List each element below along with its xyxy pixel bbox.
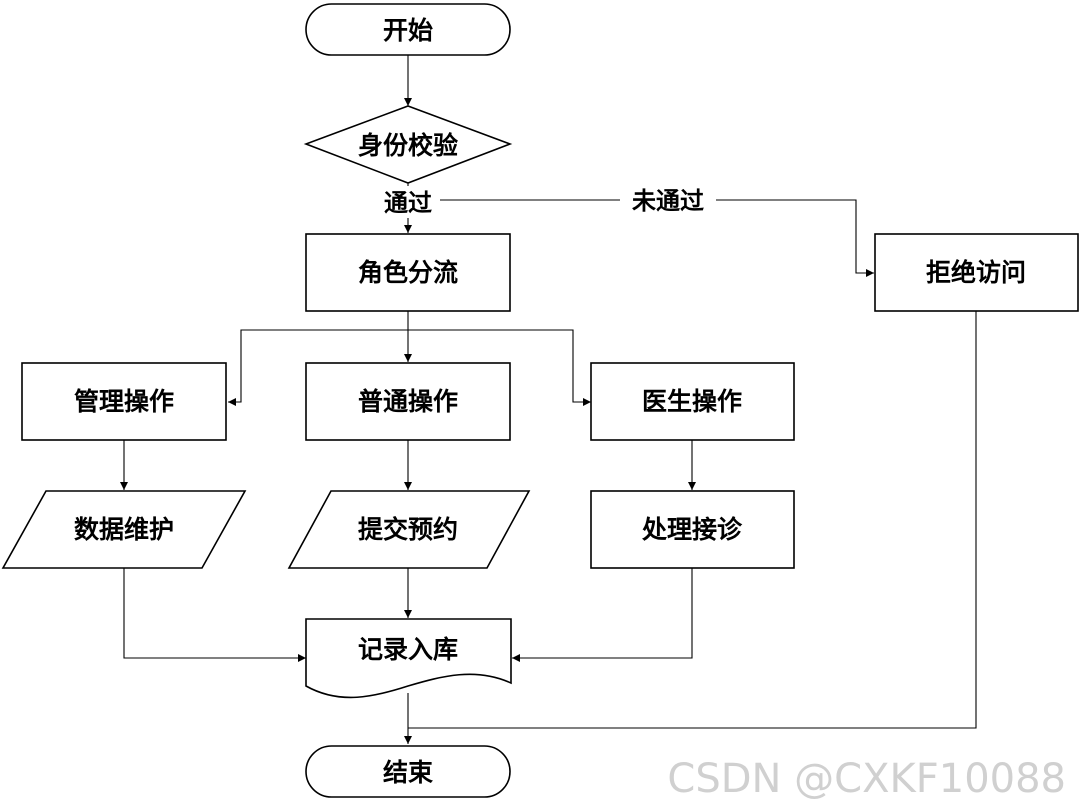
handle-visit-node: 处理接诊: [590, 490, 795, 569]
edge-role-split-doctor: [408, 329, 591, 406]
start-label: 开始: [383, 16, 433, 45]
doctor-op-label: 医生操作: [642, 387, 742, 416]
pass-label: 通过: [384, 189, 432, 217]
edge-data-record: [123, 568, 306, 662]
verify-decision: 身份校验: [303, 105, 513, 184]
end-label: 结束: [383, 758, 434, 787]
handle-visit-label: 处理接诊: [641, 515, 743, 544]
normal-op-node: 普通操作: [305, 362, 511, 441]
data-maint-label: 数据维护: [74, 515, 174, 544]
record-store-label: 记录入库: [358, 635, 458, 664]
admin-op-node: 管理操作: [21, 362, 227, 441]
record-store-node: 记录入库: [305, 618, 512, 699]
pass-label-bg: [376, 186, 440, 218]
edge-handle-record: [512, 568, 693, 662]
edge-deny-end: [408, 311, 977, 729]
deny-label: 拒绝访问: [926, 258, 1026, 287]
doctor-op-node: 医生操作: [590, 362, 795, 441]
role-split-label: 角色分流: [358, 258, 458, 287]
watermark: CSDN @CXKF10088: [667, 756, 1066, 802]
submit-booking-node: 提交预约: [287, 490, 531, 569]
start-node: 开始: [305, 3, 511, 56]
normal-op-label: 普通操作: [358, 387, 458, 416]
deny-node: 拒绝访问: [874, 233, 1079, 312]
role-split-node: 角色分流: [305, 233, 511, 312]
fail-label: 未通过: [632, 187, 704, 215]
verify-label: 身份校验: [358, 131, 458, 160]
submit-booking-label: 提交预约: [358, 515, 458, 544]
edge-role-split-admin: [228, 329, 408, 406]
data-maint-node: 数据维护: [1, 490, 247, 569]
end-node: 结束: [305, 745, 511, 798]
admin-op-label: 管理操作: [74, 387, 174, 416]
connectors: [120, 55, 977, 744]
fail-label-bg: [620, 184, 716, 216]
